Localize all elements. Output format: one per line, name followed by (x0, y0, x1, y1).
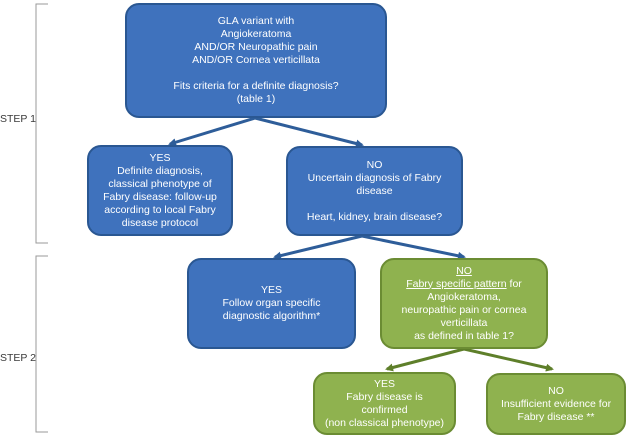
box2-line2: Definite diagnosis, (117, 164, 203, 177)
box5-line2-rest: for (506, 277, 522, 290)
box3-line4: Heart, kidney, brain disease? (306, 210, 443, 223)
arrow-box3-to-no (361, 234, 466, 260)
gla-variant-box: GLA variant with Angiokeratoma AND/OR Ne… (125, 3, 387, 118)
box5-line1: NO (456, 264, 472, 277)
step2-bracket (35, 255, 48, 433)
insufficient-evidence-box: NO Insufficient evidence for Fabry disea… (486, 373, 626, 435)
fabry-confirmed-box: YES Fabry disease is confirmed (non clas… (313, 372, 456, 435)
box1-line5: Fits criteria for a definite diagnosis? (173, 80, 339, 92)
arrow-box3-to-yes (273, 234, 363, 260)
box2-line3: classical phenotype of (108, 177, 212, 190)
uncertain-diagnosis-box: NO Uncertain diagnosis of Fabry disease … (286, 146, 463, 236)
box4-line2: Follow organ specific (222, 297, 321, 309)
box6-line4: (non classical phenotype) (324, 416, 445, 429)
box3-line1: NO (366, 158, 383, 171)
box7-line3: Fabry disease ** (517, 410, 595, 423)
box5-line2-underlined: Fabry specific pattern (406, 277, 507, 290)
box4-line1: YES (260, 284, 282, 296)
step1-bracket (35, 3, 48, 244)
box5-line4: neuropathic pain or cornea (401, 303, 527, 316)
box7-line2: Insufficient evidence for (500, 397, 612, 410)
step2-label: STEP 2 (0, 352, 36, 364)
box6-line3: confirmed (361, 403, 408, 416)
arrow-box5-to-yes (385, 347, 465, 372)
box5-line6: as defined in table 1? (414, 329, 514, 342)
box1-line3: AND/OR Neuropathic pain (194, 41, 318, 53)
fabry-pattern-box: NO Fabry specific pattern for Angiokerat… (380, 258, 548, 349)
step1-label: STEP 1 (0, 113, 36, 125)
box3-line3: disease (356, 184, 393, 197)
box5-line2: Fabry specific pattern for (406, 278, 522, 291)
box5-line5: verticillata (440, 316, 488, 329)
box1-line2: Angiokeratoma (220, 28, 292, 40)
organ-specific-box: YES Follow organ specific diagnostic alg… (187, 258, 356, 349)
box2-line1: YES (149, 151, 171, 164)
box5-line3: Angiokeratoma, (427, 290, 501, 303)
box6-line2: Fabry disease is (346, 390, 423, 403)
arrow-box1-to-no (254, 116, 364, 148)
box1-line6: (table 1) (236, 93, 276, 105)
box3-line2: Uncertain diagnosis of Fabry (307, 171, 442, 184)
box2-line4: Fabry disease: follow-up (103, 190, 217, 203)
box1-line4: AND/OR Cornea verticillata (192, 54, 320, 66)
box6-line1: YES (373, 377, 395, 390)
box7-line1: NO (548, 384, 564, 397)
box2-line5: according to local Fabry (104, 203, 216, 216)
arrow-box1-to-yes (168, 116, 256, 147)
arrow-box5-to-no (463, 347, 554, 372)
box2-line6: disease protocol (121, 216, 199, 229)
definite-diagnosis-box: YES Definite diagnosis, classical phenot… (87, 145, 233, 236)
box1-line1: GLA variant with (217, 15, 295, 27)
box4-line3: diagnostic algorithm* (222, 310, 321, 322)
